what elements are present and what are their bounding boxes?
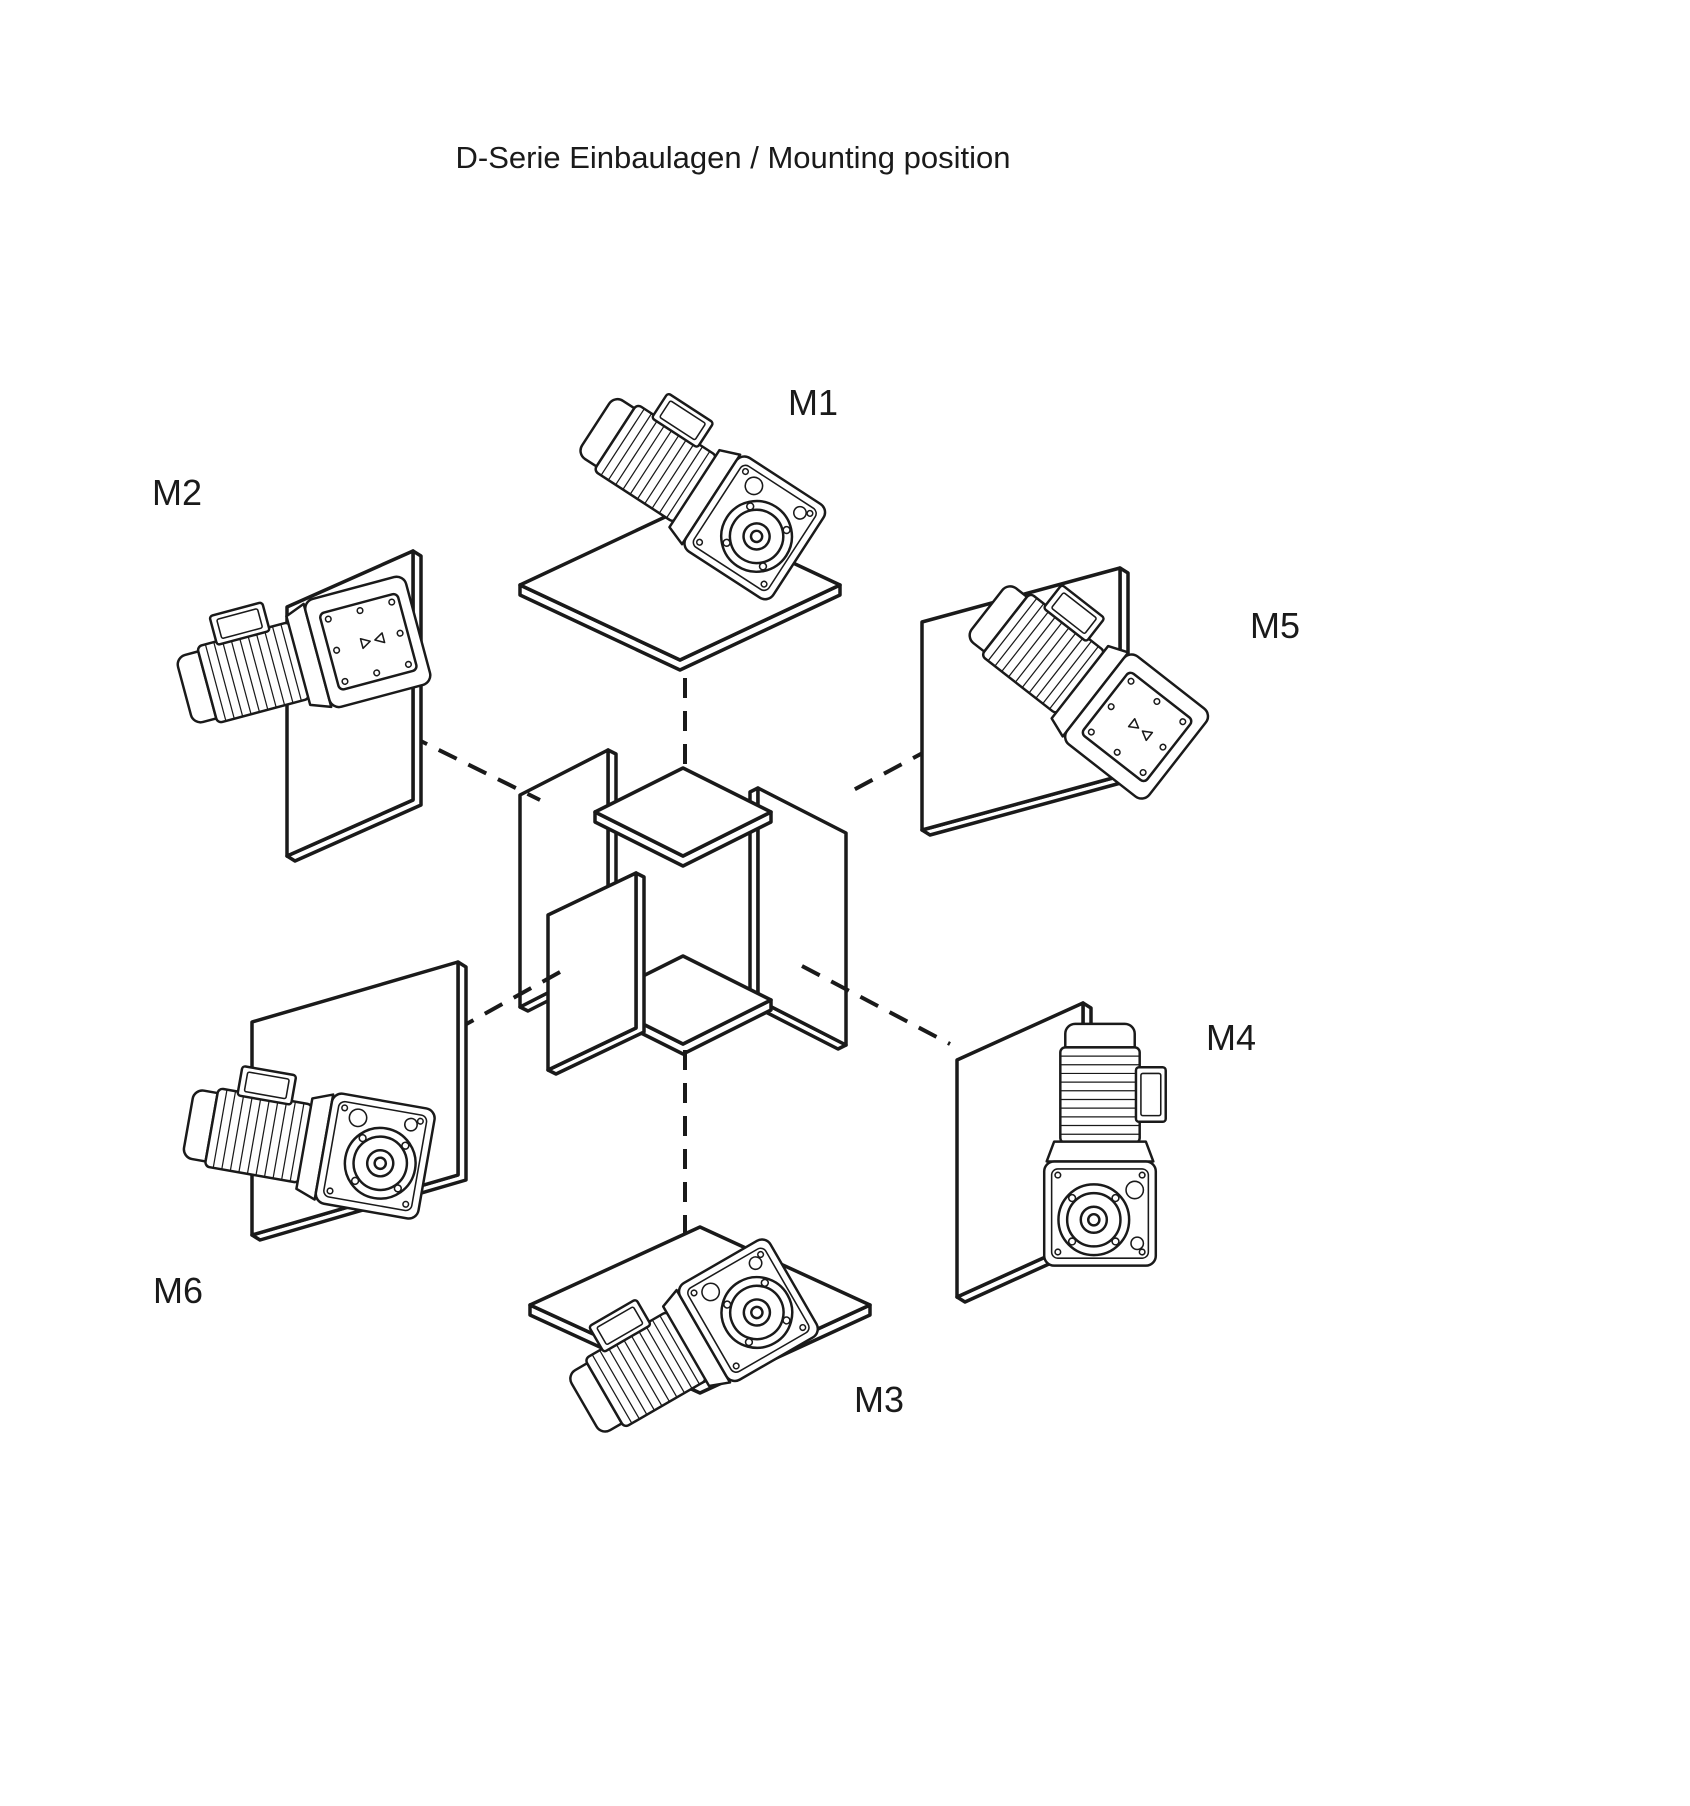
gearmotor-m4 xyxy=(1044,1024,1166,1266)
connector-m6 xyxy=(433,970,561,1044)
position-m5: M5 xyxy=(920,558,1300,837)
position-label-m1: M1 xyxy=(788,382,838,423)
connector-m4 xyxy=(801,964,951,1046)
cube-front-left-panel xyxy=(546,871,646,1076)
position-label-m6: M6 xyxy=(153,1270,203,1311)
position-label-m2: M2 xyxy=(152,472,202,513)
position-label-m5: M5 xyxy=(1250,605,1300,646)
position-m6: M6 xyxy=(153,960,468,1311)
cube-top-plate xyxy=(593,766,773,868)
diagram-title: D-Serie Einbaulagen / Mounting position xyxy=(456,140,1011,175)
position-m2: M2 xyxy=(152,472,433,863)
position-label-m3: M3 xyxy=(854,1379,904,1420)
position-label-m4: M4 xyxy=(1206,1017,1256,1058)
position-m4: M4 xyxy=(955,1001,1256,1304)
reference-cube xyxy=(518,748,848,1076)
position-m3: M3 xyxy=(528,1225,904,1453)
position-m1: M1 xyxy=(518,369,842,672)
